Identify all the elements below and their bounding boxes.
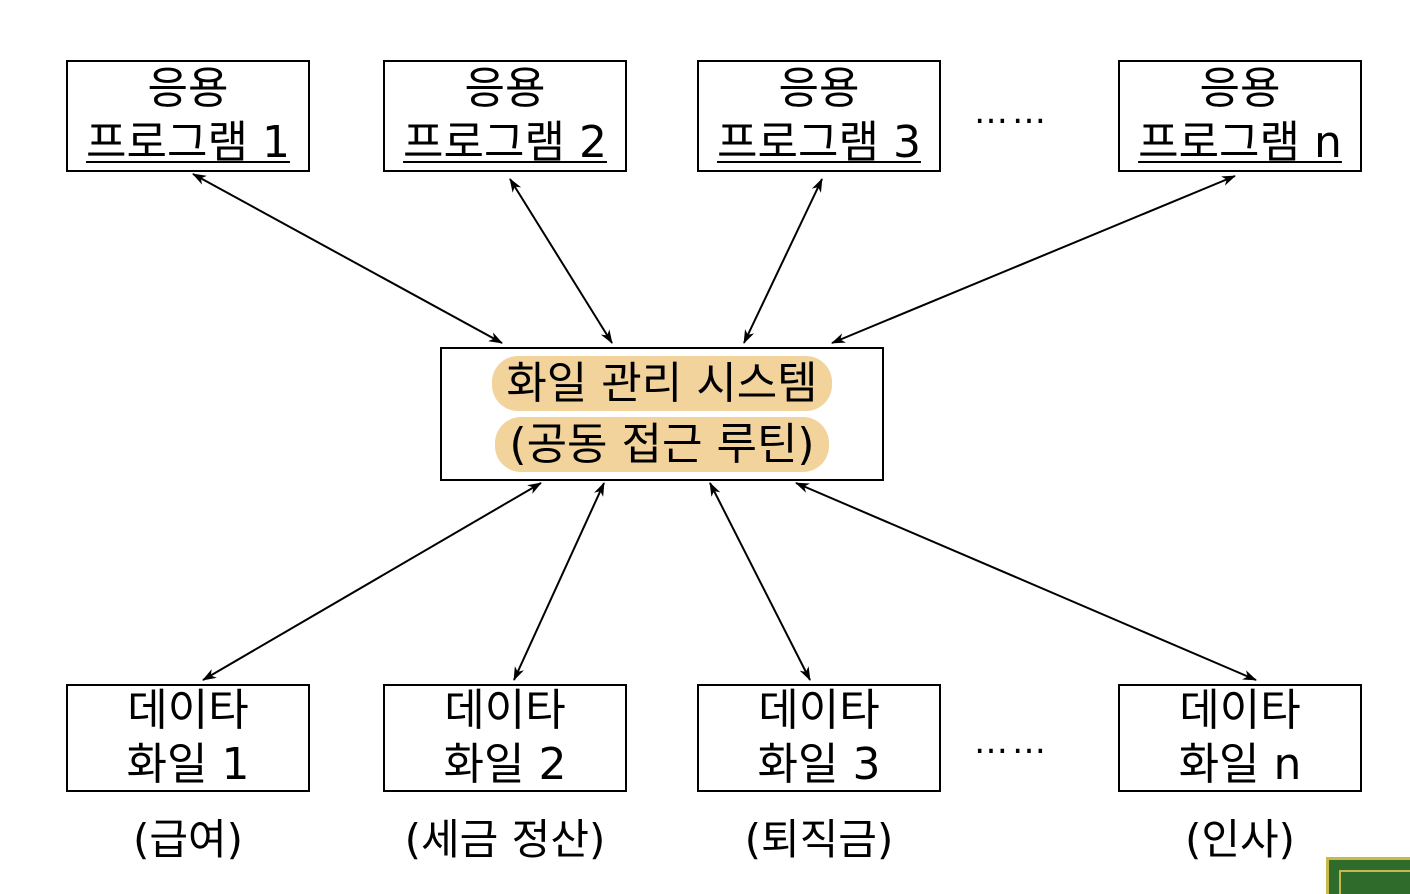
data-file-3-box: 데이타 화일 3 [697, 684, 941, 792]
data-file-3-caption: (퇴직금) [744, 815, 894, 864]
app-program-3-box: 응용 프로그램 3 [697, 60, 941, 172]
arrow-center-data2 [513, 482, 605, 681]
app-ellipsis: …… [974, 92, 1050, 132]
file-management-system-box: 화일 관리 시스템 (공동 접근 루틴) [440, 347, 884, 481]
data-file-2-line2: 화일 2 [443, 739, 567, 790]
data-file-n-line1: 데이타 [1179, 685, 1301, 737]
data-file-2-caption: (세금 정산) [404, 815, 606, 864]
app-program-2-box: 응용 프로그램 2 [383, 60, 627, 172]
arrow-center-data3 [709, 482, 811, 681]
arrow-center-data1 [202, 482, 542, 681]
app-program-n-line1: 응용 [1199, 63, 1281, 115]
arrow-app1-center [192, 173, 503, 344]
corner-decoration [1326, 857, 1410, 894]
app-program-3-line1: 응용 [778, 63, 860, 115]
file-management-system-title: 화일 관리 시스템 [492, 356, 832, 411]
file-management-system-subtitle: (공동 접근 루틴) [495, 417, 829, 472]
arrow-center-datan [795, 482, 1257, 681]
app-program-2-line1: 응용 [464, 63, 546, 115]
data-file-2-box: 데이타 화일 2 [383, 684, 627, 792]
data-file-1-line2: 화일 1 [126, 739, 250, 790]
app-program-n-line2: 프로그램 n [1138, 117, 1342, 168]
app-program-2-line2: 프로그램 2 [403, 117, 607, 168]
app-program-n-box: 응용 프로그램 n [1118, 60, 1362, 172]
data-file-3-line1: 데이타 [758, 685, 880, 737]
arrow-app2-center [509, 178, 613, 344]
data-file-3-line2: 화일 3 [757, 739, 881, 790]
app-program-1-line1: 응용 [147, 63, 229, 115]
app-program-1-box: 응용 프로그램 1 [66, 60, 310, 172]
data-file-1-line1: 데이타 [127, 685, 249, 737]
app-program-3-line2: 프로그램 3 [717, 117, 921, 168]
data-file-1-box: 데이타 화일 1 [66, 684, 310, 792]
app-program-1-line2: 프로그램 1 [86, 117, 290, 168]
data-file-n-line2: 화일 n [1178, 739, 1302, 790]
data-file-n-caption: (인사) [1184, 815, 1296, 864]
arrow-app3-center [743, 178, 823, 344]
data-file-1-caption: (급여) [132, 815, 244, 864]
data-ellipsis: …… [974, 722, 1050, 762]
data-file-n-box: 데이타 화일 n [1118, 684, 1362, 792]
arrow-appn-center [831, 175, 1236, 344]
data-file-2-line1: 데이타 [444, 685, 566, 737]
